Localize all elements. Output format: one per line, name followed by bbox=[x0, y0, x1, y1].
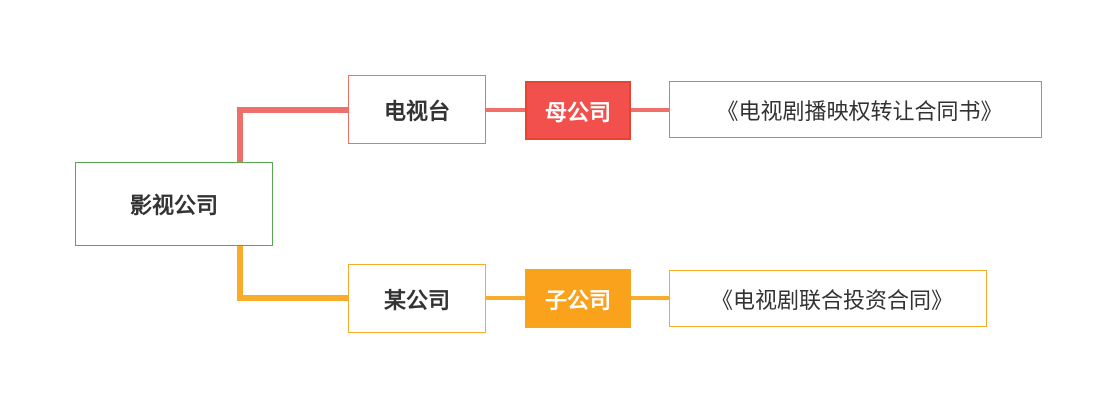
node-tv-station-label: 电视台 bbox=[383, 99, 450, 125]
node-film-tv-company-label: 影视公司 bbox=[129, 194, 218, 219]
node-broadcast-rights-contract[interactable]: 《电视剧播映权转让合同书》 bbox=[669, 81, 1042, 138]
node-tv-station[interactable]: 电视台 bbox=[348, 75, 486, 144]
node-joint-investment-contract[interactable]: 《电视剧联合投资合同》 bbox=[669, 270, 987, 327]
node-joint-investment-contract-label: 《电视剧联合投资合同》 bbox=[710, 288, 953, 314]
node-broadcast-rights-contract-label: 《电视剧播映权转让合同书》 bbox=[716, 99, 1003, 125]
node-mother-company[interactable]: 母公司 bbox=[525, 81, 631, 140]
connector-root-to-tv bbox=[237, 107, 348, 162]
node-some-company-label: 某公司 bbox=[383, 288, 450, 314]
node-child-company[interactable]: 子公司 bbox=[525, 269, 631, 328]
node-film-tv-company[interactable]: 影视公司 bbox=[75, 162, 273, 246]
connector-root-to-company bbox=[237, 246, 348, 301]
node-mother-company-label: 母公司 bbox=[544, 100, 611, 126]
node-child-company-label: 子公司 bbox=[544, 288, 611, 314]
node-some-company[interactable]: 某公司 bbox=[348, 264, 486, 333]
